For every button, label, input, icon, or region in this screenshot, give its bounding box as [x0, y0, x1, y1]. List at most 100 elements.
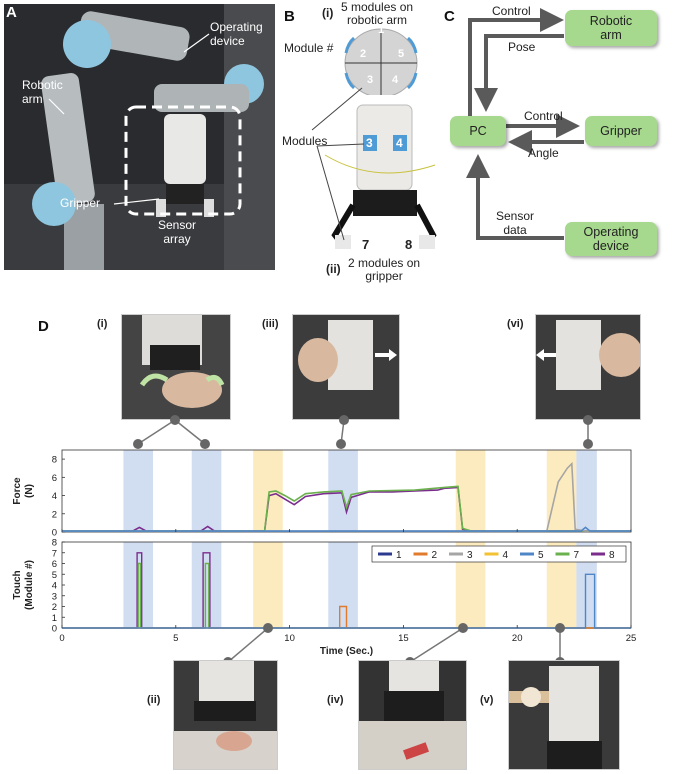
thumb-label-v: (v)	[480, 694, 494, 706]
x-tick-label: 10	[284, 633, 295, 644]
label-b-i-roman: (i)	[322, 6, 334, 20]
y-tick-label: 8	[52, 455, 57, 466]
series-line-3	[62, 461, 631, 532]
panel-letter-c: C	[444, 8, 455, 25]
x-axis-label: Time (Sec.)	[320, 646, 373, 657]
system-diagram-arrows	[466, 8, 584, 240]
legend-label: 8	[609, 550, 615, 561]
label-gripper: Gripper	[60, 196, 101, 210]
legend-box	[371, 545, 627, 563]
legend-label: 3	[467, 550, 473, 561]
x-tick-label: 15	[398, 633, 409, 644]
label-b-ii-title: 2 modules on gripper	[348, 256, 421, 283]
y-axis-label: Touch	[12, 570, 23, 599]
y-axis-label: (N)	[24, 484, 35, 498]
x-tick-label: 0	[59, 633, 64, 644]
robot-photo-illustration	[4, 4, 275, 270]
sensor-array-photo	[315, 95, 455, 260]
highlight-band	[253, 450, 283, 532]
legend-label: 2	[432, 550, 438, 561]
panel-letter-a: A	[6, 4, 17, 21]
module-number-5: 5	[398, 48, 405, 60]
series-line-7	[62, 485, 631, 532]
thumb-photo-i	[121, 314, 231, 420]
thumb-photo-ii	[173, 660, 278, 770]
y-tick-label: 2	[52, 602, 57, 613]
highlight-band	[328, 542, 358, 628]
gripper-number-7: 7	[362, 237, 370, 252]
thumb-label-vi: (vi)	[507, 318, 524, 330]
panel-letter-b: B	[284, 8, 295, 25]
label-robotic-arm: Robotic arm	[22, 78, 63, 106]
y-tick-label: 5	[52, 570, 57, 581]
panel-letter-d: D	[38, 318, 49, 335]
y-tick-label: 6	[52, 473, 57, 484]
thumb-photo-iv	[358, 660, 467, 770]
module-layout-diagram	[344, 28, 418, 98]
legend-label: 5	[538, 550, 544, 561]
plot-frame	[61, 449, 632, 533]
node-pc: PC	[450, 116, 506, 146]
thumb-photo-vi	[535, 314, 641, 420]
highlight-band	[455, 450, 486, 532]
y-tick-label: 2	[52, 509, 57, 520]
legend-label: 7	[574, 550, 580, 561]
highlight-band	[576, 542, 597, 628]
y-axis-label: (Module #)	[24, 560, 35, 610]
thumb-photo-v	[508, 660, 620, 770]
module-number-3: 3	[367, 74, 374, 86]
thumb-photo-iii	[292, 314, 400, 420]
node-operating-device: Operating device	[565, 222, 657, 256]
highlight-band	[253, 542, 283, 628]
y-tick-label: 6	[52, 559, 57, 570]
highlight-band	[123, 450, 154, 532]
legend-label: 1	[396, 550, 402, 561]
y-tick-label: 8	[52, 538, 57, 549]
label-sensor-array: Sensor array	[158, 218, 197, 246]
thumb-label-ii: (ii)	[147, 694, 161, 706]
top-connectors	[133, 415, 593, 449]
series-line-5	[62, 573, 631, 629]
edge-label-pose: Pose	[508, 40, 536, 54]
y-tick-label: 0	[52, 528, 57, 539]
node-gripper: Gripper	[585, 116, 657, 146]
y-tick-label: 4	[52, 491, 57, 502]
inset-number-3: 3	[366, 136, 373, 150]
edge-label-control-top: Control	[492, 4, 531, 18]
thumb-label-i: (i)	[97, 318, 108, 330]
module-number-2: 2	[360, 48, 367, 60]
highlight-band	[576, 450, 597, 532]
y-tick-label: 1	[52, 613, 57, 624]
highlight-band	[546, 450, 577, 532]
y-tick-label: 3	[52, 591, 57, 602]
y-axis-label: Force	[12, 477, 23, 505]
edge-label-angle: Angle	[528, 146, 559, 160]
label-operating-device: Operating device	[210, 20, 263, 48]
legend-label: 4	[503, 550, 509, 561]
modules-pointer-lines	[311, 87, 365, 241]
y-tick-label: 0	[52, 624, 57, 635]
module-number-4: 4	[392, 74, 399, 86]
thumb-label-iv: (iv)	[327, 694, 344, 706]
x-tick-label: 5	[173, 633, 178, 644]
label-module-hash: Module #	[284, 41, 334, 55]
label-b-i-title: 5 modules on robotic arm	[341, 0, 414, 27]
y-tick-label: 7	[52, 548, 57, 559]
edge-label-control-mid: Control	[524, 109, 563, 123]
panel-a-photo	[4, 4, 275, 270]
module-number-1: 1	[378, 24, 385, 36]
gripper-number-8: 8	[405, 237, 413, 252]
y-tick-label: 4	[52, 581, 57, 592]
label-b-ii-roman: (ii)	[326, 262, 341, 276]
series-line-5	[62, 526, 631, 532]
inset-number-4: 4	[396, 136, 403, 150]
edge-label-sensor-data: Sensor data	[496, 209, 535, 237]
thumb-label-iii: (iii)	[262, 318, 279, 330]
x-tick-label: 20	[512, 633, 523, 644]
label-modules: Modules	[282, 134, 328, 148]
node-robotic-arm: Robotic arm	[565, 10, 657, 46]
highlight-band	[191, 450, 222, 532]
x-tick-label: 25	[626, 633, 637, 644]
highlight-band	[191, 542, 222, 628]
